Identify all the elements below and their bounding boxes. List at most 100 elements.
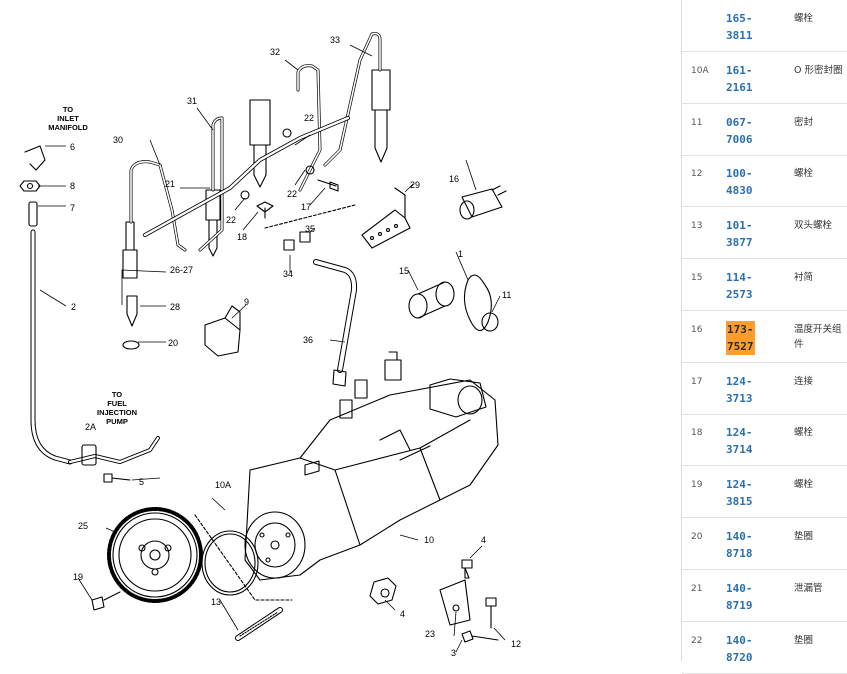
part-number-link[interactable]: 140- 8718 [726,528,756,562]
note-line: TO [112,390,122,399]
callout-label: 9 [244,297,249,307]
part-number-segment: 3713 [726,391,753,405]
callout-label: 33 [330,35,340,45]
part-number-segment: 100- [726,167,753,181]
part-number-segment: 8718 [726,547,753,560]
part-number-link[interactable]: 173-7527 [726,320,756,355]
callout-label: 22 [226,215,236,225]
parts-row: 19 124- 3815 螺栓 [682,466,847,519]
part-number-link[interactable]: 124- 3815 [726,476,756,510]
callout-label: 7 [70,203,75,213]
callout-label: 22 [304,113,314,123]
part-number-segment: 114- [726,271,753,284]
part-number-link[interactable]: 161- 2161 [726,62,756,96]
callout-label: 23 [425,629,435,639]
part-number-link[interactable]: 124- 3714 [726,424,756,458]
callout-label: 21 [165,179,175,189]
part-number-link[interactable]: 100-4830 [726,165,756,199]
part-number-segment: 067- [726,115,753,129]
callout-label: 10 [424,535,434,545]
parts-row-index: 15 [691,273,703,283]
part-description: 螺栓 [794,479,814,491]
callout-label: 13 [211,597,221,607]
callout-label: 2A [85,422,96,432]
callout-label: 36 [303,335,313,345]
part-number-link[interactable]: 067- 7006 [726,114,756,148]
part-number-segment: 2573 [726,288,753,301]
callout-label: 31 [187,96,197,106]
note-to-inlet-manifold: TO INLET MANIFOLD [48,105,88,132]
part-description: 密封 [794,116,814,128]
note-line: FUEL [107,399,127,408]
callout-label: 16 [449,174,459,184]
parts-row-index: 11 [691,117,703,128]
part-number-segment: 124- [726,478,753,492]
part-number-segment: 140- [726,581,753,595]
callout-label: 20 [168,338,178,348]
part-number-segment: 8720 [726,650,753,664]
part-number-segment: 7527 [726,337,755,355]
callout-label: 32 [270,47,280,57]
part-description: 双头螺栓 [794,220,833,232]
parts-row-index: 16 [691,324,703,335]
callout-label: 6 [70,142,75,152]
part-number-link[interactable]: 101-3877 [726,217,756,251]
note-line: INLET [57,114,79,123]
part-number-link[interactable]: 114- 2573 [726,269,756,303]
parts-row-index: 22 [691,635,703,646]
callout-label: 15 [399,266,409,276]
callout-label: 11 [502,290,511,300]
parts-row: 16 173-7527 温度开关组件 [682,311,847,363]
callout-label: 18 [237,232,247,242]
parts-row: 11 067- 7006 密封 [682,104,847,156]
part-description: O 形密封圈 [794,64,843,76]
callout-label: 12 [511,639,521,649]
part-number-link[interactable]: 165- 3811 [726,10,756,44]
part-number-segment: 140- [726,633,753,647]
callout-label: 25 [78,521,88,531]
part-number-link[interactable]: 124-3713 [726,373,756,407]
part-number-segment: 3811 [726,29,753,42]
note-line: PUMP [106,417,128,426]
callout-label: 30 [113,135,123,145]
part-description: 泄漏管 [794,582,823,594]
part-number-segment: 140- [726,530,753,543]
part-description: 螺栓 [794,427,814,439]
part-number-segment: 101- [726,219,753,233]
parts-row-index: 13 [691,221,703,232]
part-description: 垫圈 [794,634,814,646]
callout-label: 34 [283,269,293,279]
part-description: 螺栓 [794,168,814,180]
part-description: 温度开关组件 [794,323,842,350]
parts-row: 22 140- 8720 垫圈 [682,622,847,674]
callout-label: 35 [305,224,315,234]
callout-label: 26-27 [170,265,193,275]
part-number-segment: 3714 [726,443,753,457]
callout-label: 1 [458,249,463,259]
parts-row: 21 140- 8719 泄漏管 [682,570,847,622]
part-number-segment: 7006 [726,132,753,146]
part-number-segment: 124- [726,426,753,440]
callout-label: 28 [170,302,180,312]
parts-row-index: 20 [691,532,703,542]
part-number-segment: 165- [726,12,753,25]
part-number-segment: 8719 [726,598,753,612]
callout-label: 4 [400,609,405,619]
part-number-link[interactable]: 140- 8719 [726,580,756,614]
callout-label: 4 [481,535,486,545]
callout-label: 5 [139,477,144,487]
parts-row-index: 19 [691,480,703,491]
part-number-segment: 2161 [726,80,753,94]
part-number-segment: 161- [726,63,753,77]
part-description: 垫圈 [794,531,814,542]
note-line: INJECTION [97,408,137,417]
parts-row-index: 10A [691,65,709,76]
callout-label: 2 [71,302,76,312]
callout-label: 3 [451,648,456,658]
part-number-segment: 3815 [726,495,753,509]
part-number-link[interactable]: 140- 8720 [726,632,756,666]
callout-label: 10A [215,480,231,490]
parts-row-index: 21 [691,583,703,594]
